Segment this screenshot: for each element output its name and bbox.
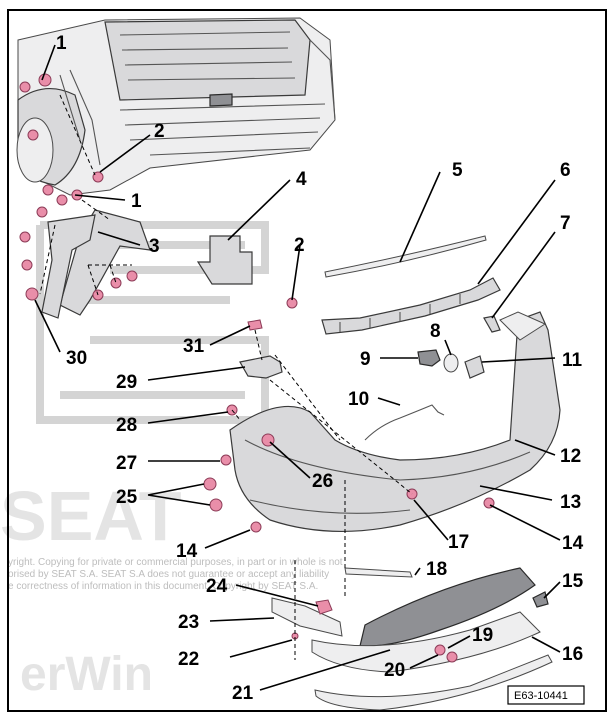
fastener: [250, 521, 262, 533]
fastener: [27, 129, 39, 141]
part-6-reinforcement: [321, 277, 501, 335]
part-10-wiring-harness: [364, 404, 445, 441]
callout-19: 19: [472, 625, 493, 646]
callout-29: 29: [116, 372, 137, 393]
callout-16: 16: [562, 644, 583, 665]
callout-9: 9: [360, 349, 371, 370]
watermark: SEAT erWin yright. Copying for private o…: [0, 221, 343, 701]
fastener: [92, 171, 104, 183]
copyright-line-3: e correctness of information in this doc…: [8, 581, 318, 592]
reference-code: E63-10441: [514, 690, 568, 702]
callout-23: 23: [178, 612, 199, 633]
part-18-trim: [344, 567, 413, 578]
callout-30: 30: [66, 348, 87, 369]
wheel-arch: [16, 117, 54, 183]
callout-5: 5: [452, 160, 463, 181]
part-23-bracket: [271, 597, 343, 637]
callout-14-right: 14: [562, 533, 584, 554]
fastener: [209, 498, 223, 512]
reference-code-box: [507, 685, 585, 705]
copyright-line-2: orised by SEAT S.A. SEAT S.A does not gu…: [8, 569, 329, 580]
fastener: [19, 231, 31, 243]
diagram-frame: [7, 9, 607, 712]
fastener: [25, 287, 39, 301]
part-9-sensor: [417, 349, 441, 367]
part-4-bracket: [196, 235, 253, 285]
callout-1-mid: 1: [131, 191, 142, 212]
callout-26: 26: [312, 471, 333, 492]
callout-17: 17: [448, 532, 469, 553]
fastener: [21, 259, 33, 271]
callout-12: 12: [560, 446, 581, 467]
callout-8: 8: [430, 321, 441, 342]
fastener: [434, 644, 446, 656]
fastener: [36, 206, 48, 218]
callout-31: 31: [183, 336, 205, 357]
part-21-lower-strip: [314, 654, 553, 711]
part-31-clip: [247, 319, 263, 331]
callout-24: 24: [206, 576, 228, 597]
fastener: [446, 651, 458, 663]
callout-25: 25: [116, 487, 138, 508]
part-5-trim-strip: [324, 235, 487, 278]
callout-3: 3: [149, 236, 160, 257]
fastener: [110, 277, 122, 289]
callout-10: 10: [348, 389, 369, 410]
leader-lines: [34, 44, 561, 691]
part-7-guide: [483, 315, 501, 333]
part-15-clip: [532, 591, 549, 608]
fastener: [19, 81, 31, 93]
fastener: [56, 194, 68, 206]
callout-2-upper: 2: [154, 121, 165, 142]
fastener: [38, 73, 52, 87]
watermark-brand: SEAT: [0, 477, 182, 555]
callout-11: 11: [562, 350, 583, 371]
callout-20: 20: [384, 660, 405, 681]
callout-2-lower: 2: [294, 235, 305, 256]
fastener: [203, 477, 217, 491]
callout-6: 6: [560, 160, 571, 181]
fastener: [126, 270, 138, 282]
callout-22: 22: [178, 649, 199, 670]
part-11-holder: [464, 355, 485, 379]
callout-13: 13: [560, 492, 581, 513]
callout-1-top: 1: [56, 33, 67, 54]
callout-14-left: 14: [176, 541, 198, 562]
part-bracket-lower: [41, 214, 96, 319]
callout-4: 4: [296, 169, 307, 190]
callout-7: 7: [560, 213, 571, 234]
assembly-lines: [39, 94, 413, 660]
callout-27: 27: [116, 453, 137, 474]
callouts: 1 2 1 4 5 6 2 7 3 8 9 11 30 31 29 10 28 …: [56, 33, 584, 704]
vehicle-rear-body: [16, 17, 336, 196]
callout-28: 28: [116, 415, 137, 436]
part-29-mount: [239, 355, 283, 379]
fastener: [42, 184, 54, 196]
fastener: [220, 454, 232, 466]
part-24-clip: [315, 599, 333, 615]
watermark-site: erWin: [20, 648, 153, 701]
callout-21: 21: [232, 683, 254, 704]
part-12-bumper-cover: [229, 311, 561, 533]
fasteners: [19, 73, 495, 663]
part-8-ring: [443, 353, 459, 373]
part-21-diffuser: [359, 567, 536, 647]
callout-18: 18: [426, 559, 447, 580]
callout-15: 15: [562, 571, 584, 592]
copyright-line-1: yright. Copying for private or commercia…: [8, 557, 343, 568]
